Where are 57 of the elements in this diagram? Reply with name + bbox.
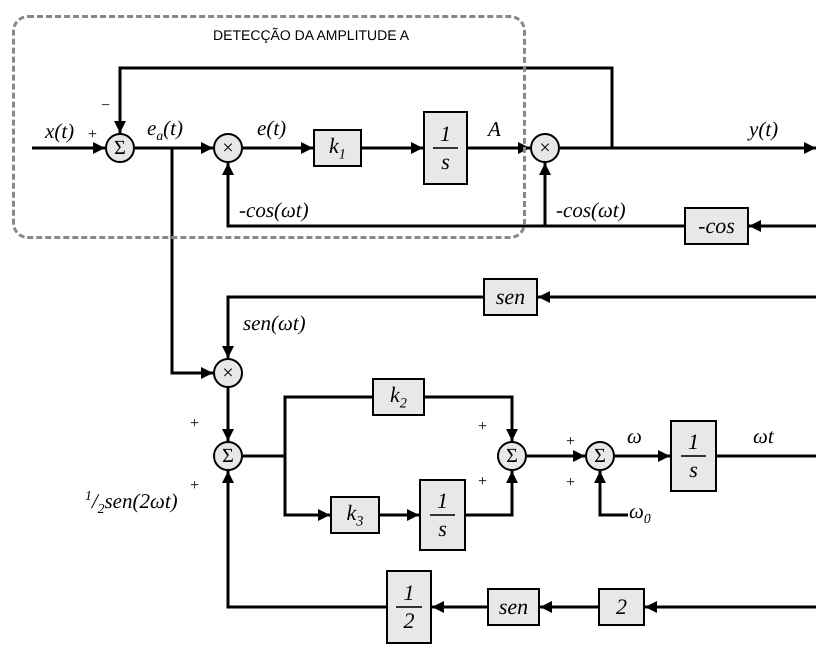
arrow	[425, 396, 518, 441]
operator-circle: ×	[213, 358, 243, 388]
arrow	[222, 388, 234, 441]
arrow	[222, 296, 483, 358]
operator-circle: Σ	[585, 441, 615, 471]
operator-circle: Σ	[105, 133, 135, 163]
gain-block: k$_{1}$	[313, 129, 362, 167]
arrow	[538, 291, 816, 303]
fraction-block: 1 2	[386, 570, 432, 644]
arrow	[615, 450, 670, 462]
fraction-block: 1 s	[419, 479, 466, 551]
edge-label: e$_{a}$(t)	[146, 117, 184, 144]
sign-label: +	[566, 475, 576, 491]
sign-label: +	[190, 416, 200, 432]
arrow	[114, 66, 614, 150]
arrow	[32, 142, 105, 154]
arrow	[243, 142, 313, 154]
arrow	[466, 471, 518, 516]
gain-block: sen	[487, 588, 540, 626]
gain-block: 2	[598, 588, 645, 626]
sign-label: +	[566, 434, 576, 450]
arrow	[645, 601, 816, 613]
edge-label: sen(ωt)	[242, 312, 307, 336]
edge-label: y(t)	[748, 118, 780, 142]
fraction-block: 1 s	[670, 420, 717, 492]
arrow	[540, 601, 598, 613]
sign-label: +	[88, 127, 98, 143]
arrow	[594, 471, 628, 516]
connector-line	[717, 454, 816, 458]
arrow	[539, 163, 684, 228]
arrow	[380, 509, 419, 521]
arrow	[222, 471, 386, 608]
edge-label: -cos(ωt)	[238, 199, 310, 222]
edge-label: -cos(ωt)	[555, 199, 627, 222]
operator-circle: ×	[213, 133, 243, 163]
sign-label: +	[478, 419, 488, 435]
operator-circle: Σ	[213, 441, 243, 471]
gain-block: sen	[483, 278, 538, 316]
arrow	[432, 601, 487, 613]
gain-block: -cos	[684, 207, 749, 245]
arrow	[468, 142, 530, 154]
edge-label: x(t)	[44, 120, 76, 144]
group-heading: DETECÇÃO DA AMPLITUDE A	[213, 27, 410, 43]
edge-label: e(t)	[256, 117, 288, 140]
arrow	[362, 142, 423, 154]
operator-circle: Σ	[497, 441, 527, 471]
sign-label: −	[101, 98, 110, 114]
sign-label: +	[478, 474, 488, 490]
arrow	[749, 220, 816, 232]
gain-block: k$_{2}$	[372, 378, 425, 416]
arrow	[135, 146, 213, 379]
arrow	[243, 454, 330, 521]
fraction-block: 1 s	[423, 111, 468, 185]
sign-label: +	[190, 478, 200, 494]
operator-circle: ×	[530, 133, 560, 163]
arrow	[527, 450, 585, 462]
gain-block: k$_{3}$	[330, 496, 380, 534]
